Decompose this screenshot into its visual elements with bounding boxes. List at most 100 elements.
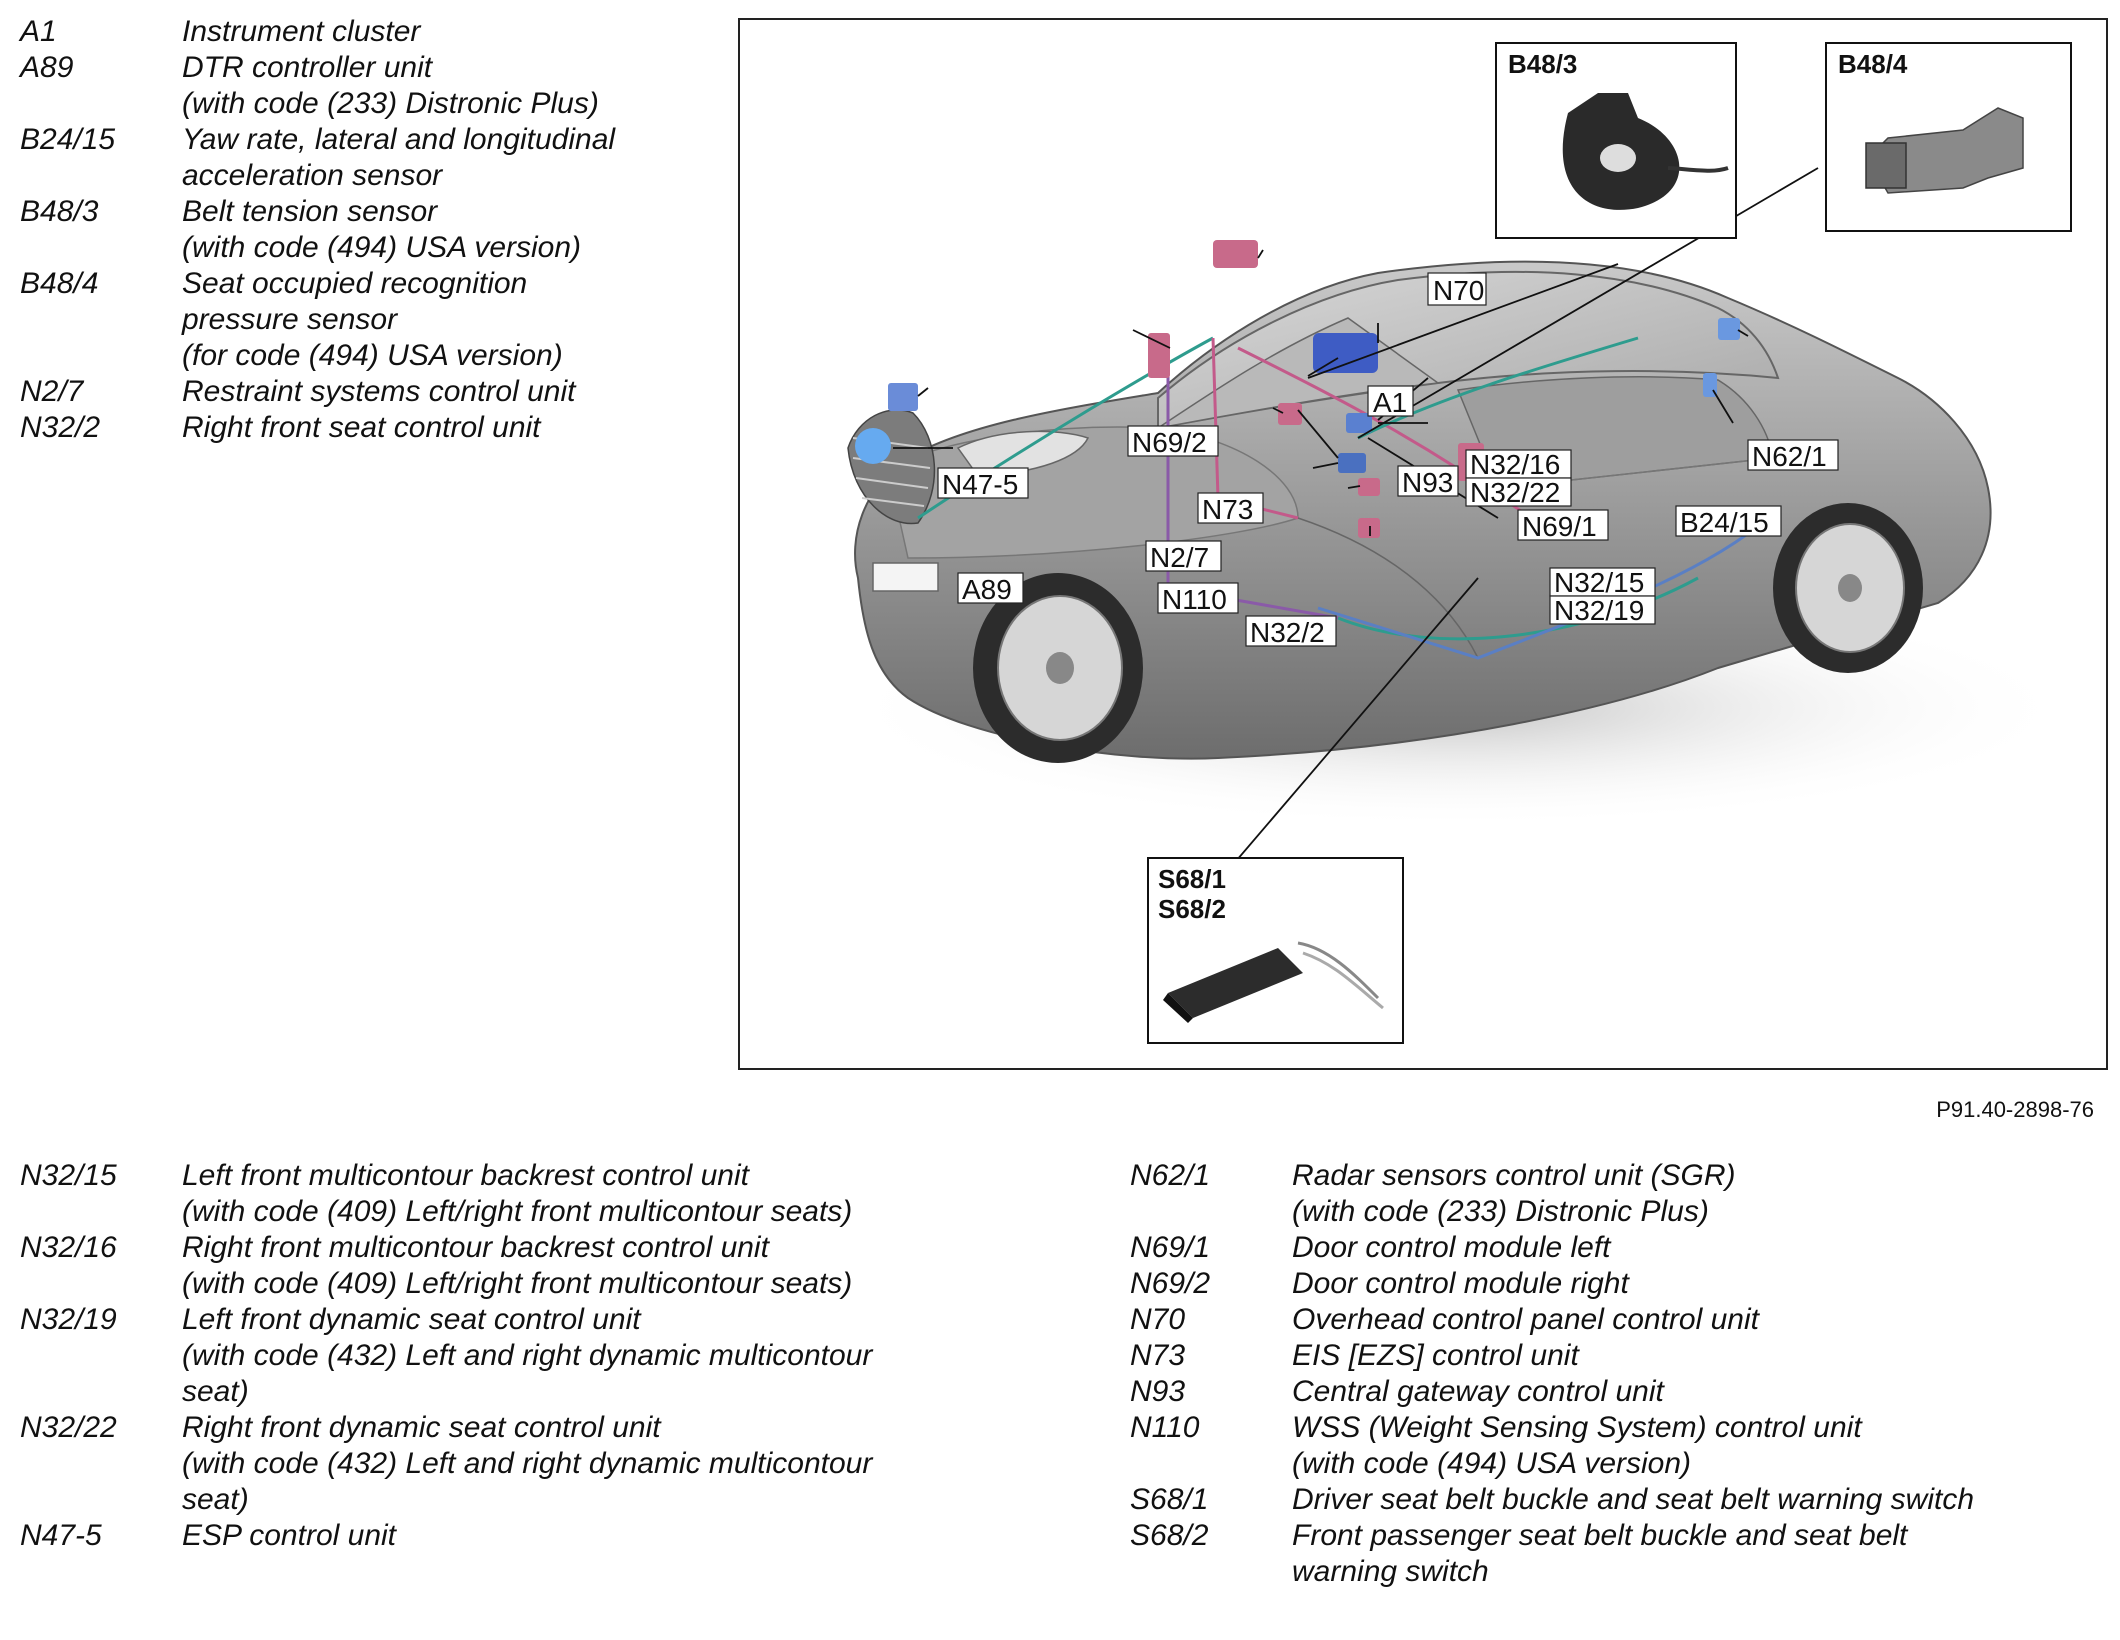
legend-entry: S68/2 Front passenger seat belt buckle an… [1130,1518,2110,1590]
legend-description-line: Door control module right [1292,1267,1629,1300]
svg-text:N32/2: N32/2 [1250,617,1325,648]
leader-lines [893,167,1819,889]
n62-1-component [1718,318,1740,340]
legend-code: N73 [1130,1339,1186,1372]
legend-description-line: Left front dynamic seat control unit [182,1303,641,1336]
legend-description-line: pressure sensor [182,303,398,336]
label-n110: N110 [1157,582,1239,615]
legend-description-line: warning switch [1292,1555,1489,1588]
svg-text:N32/15: N32/15 [1554,567,1644,598]
svg-text:N62/1: N62/1 [1752,441,1827,472]
legend-description-line: (with code (409) Left/right front multic… [182,1267,853,1300]
label-a1: A1 [1367,385,1414,418]
component-labels: N70 A1 N69/2 N93 N32/16 N32/22 N62/1 N47… [937,272,1839,648]
n110-component [1358,478,1380,496]
inset-s68: S68/1 S68/2 [1147,857,1404,1044]
legend-code: B48/3 [20,195,99,228]
inset-s68-2-title: S68/2 [1158,894,1226,924]
legend-description-line: (with code (432) Left and right dynamic … [182,1447,873,1480]
svg-text:N32/19: N32/19 [1554,595,1644,626]
legend-description: Left front dynamic seat control unit(wit… [182,1302,872,1410]
svg-text:N93: N93 [1402,467,1453,498]
rear-wheel [1773,503,1923,673]
legend-description-line: Front passenger seat belt buckle and sea… [1292,1519,1908,1552]
legend-description: Right front dynamic seat control unit(wi… [182,1410,872,1518]
legend-code: N32/19 [20,1303,117,1336]
label-n2-7: N2/7 [1145,540,1222,573]
svg-text:B24/15: B24/15 [1680,507,1769,538]
legend-description: Door control module right [1292,1266,1629,1302]
legend-description: EIS [EZS] control unit [1292,1338,1579,1374]
svg-text:N32/22: N32/22 [1470,477,1560,508]
legend-description: Instrument cluster [182,14,420,50]
legend-code: N47-5 [20,1519,102,1552]
legend-description-line: (with code (233) Distronic Plus) [1292,1195,1709,1228]
legend-description-line: WSS (Weight Sensing System) control unit [1292,1411,1862,1444]
legend-entry: N32/2 Right front seat control unit [20,410,700,446]
n70-component [1213,240,1258,268]
legend-code: N32/2 [20,411,101,444]
legend-code: B48/4 [20,267,99,300]
legend-description-line: Right front multicontour backrest contro… [182,1231,769,1264]
label-n69-1: N69/1 [1517,509,1609,542]
legend-description: Radar sensors control unit (SGR)(with co… [1292,1158,1736,1230]
figure-svg: B48/3 B48/4 S68/1 S68/2 N70 A1 N69/2 [738,18,2108,1070]
legend-description-line: (for code (494) USA version) [182,339,563,372]
svg-text:N47-5: N47-5 [942,469,1018,500]
legend-description: Door control module left [1292,1230,1611,1266]
legend-description-line: Overhead control panel control unit [1292,1303,1759,1336]
legend-description-line: seat) [182,1375,249,1408]
legend-description-line: (with code (409) Left/right front multic… [182,1195,853,1228]
legend-code: N69/1 [1130,1231,1211,1264]
legend-code: S68/2 [1130,1519,1209,1552]
legend-description: Restraint systems control unit [182,374,575,410]
legend-entry: N32/16 Right front multicontour backrest … [20,1230,1100,1302]
legend-code: A1 [20,15,57,48]
legend-description-line: Driver seat belt buckle and seat belt wa… [1292,1483,1975,1516]
svg-text:A1: A1 [1373,387,1407,418]
legend-description-line: Belt tension sensor [182,195,438,228]
label-n32-19: N32/19 [1549,595,1656,626]
n32-2-component [1358,518,1380,538]
legend-entry: A1 Instrument cluster [20,14,700,50]
n73-component [1278,403,1302,425]
legend-description: Left front multicontour backrest control… [182,1158,852,1230]
label-n32-16: N32/16 [1465,449,1572,480]
legend-code: N69/2 [1130,1267,1211,1300]
label-n32-22: N32/22 [1465,477,1572,508]
svg-text:N70: N70 [1433,275,1484,306]
svg-text:N69/2: N69/2 [1132,427,1207,458]
legend-description-line: acceleration sensor [182,159,443,192]
svg-text:A89: A89 [962,574,1012,605]
legend-description: Right front seat control unit [182,410,541,446]
legend-code: N32/16 [20,1231,117,1264]
legend-description: Central gateway control unit [1292,1374,1664,1410]
legend-description-line: (with code (233) Distronic Plus) [182,87,599,120]
label-a89: A89 [957,572,1024,605]
legend-description-line: Right front dynamic seat control unit [182,1411,661,1444]
inset-s68-1-title: S68/1 [1158,864,1226,894]
a89-component [855,428,891,464]
svg-text:N69/1: N69/1 [1522,511,1597,542]
legend-description-line: (with code (432) Left and right dynamic … [182,1339,873,1372]
legend-code: A89 [20,51,74,84]
legend-description-line: Radar sensors control unit (SGR) [1292,1159,1736,1192]
inset-b48-3: B48/3 [1495,42,1737,239]
legend-description-line: Left front multicontour backrest control… [182,1159,749,1192]
legend-entry: N69/1 Door control module left [1130,1230,2110,1266]
legend-description: Overhead control panel control unit [1292,1302,1759,1338]
legend-description: DTR controller unit(with code (233) Dist… [182,50,599,122]
inset-b48-3-title: B48/3 [1508,49,1577,79]
